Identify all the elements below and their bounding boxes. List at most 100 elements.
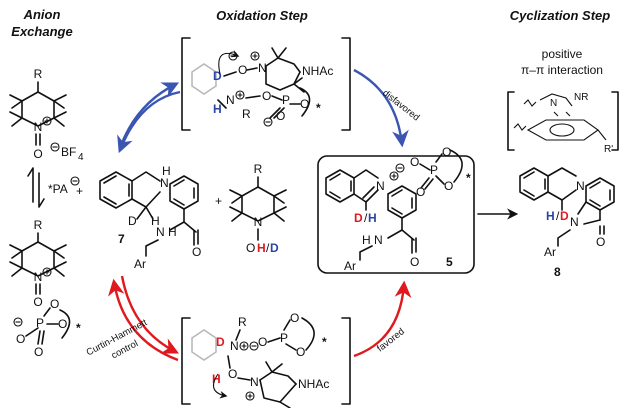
svg-text:O: O (238, 63, 247, 77)
svg-text:N: N (376, 179, 385, 193)
hydroxylamine-product: R N O H / D (229, 162, 287, 255)
svg-text:H: H (257, 241, 266, 255)
svg-text:N: N (226, 93, 235, 107)
pi-pi-stacking-sketch: N NR R' (507, 91, 619, 155)
svg-text:Ar: Ar (544, 245, 556, 259)
svg-text:P: P (282, 93, 290, 107)
intermediate-5-box (317, 155, 475, 274)
svg-text:N: N (254, 215, 263, 229)
svg-text:NHAc: NHAc (302, 64, 333, 78)
svg-text:H: H (212, 372, 221, 386)
svg-text:O: O (262, 89, 271, 103)
svg-text:BF: BF (61, 145, 76, 159)
svg-text:R: R (34, 67, 43, 81)
svg-text:H: H (168, 225, 177, 239)
anion-exchange-header-line1: Anion (23, 7, 61, 22)
svg-text:O: O (33, 147, 42, 161)
svg-text:*PA: *PA (48, 182, 68, 196)
svg-text:NR: NR (574, 92, 588, 103)
svg-text:R: R (238, 315, 247, 329)
svg-text:D: D (354, 211, 363, 225)
tetrahydroisoquinoline-substrate: N H D H N H O Ar 7 (99, 164, 201, 271)
svg-text:O: O (444, 179, 453, 193)
cyclized-product-8: N H / D N O Ar 8 (519, 167, 615, 279)
svg-text:N: N (570, 215, 579, 229)
svg-text:O: O (50, 297, 59, 311)
svg-text:P: P (280, 331, 288, 345)
red-arrow-to-substrate (108, 278, 179, 362)
chiral-phosphate-anion: O P O O O * (13, 297, 81, 359)
svg-text:O: O (34, 345, 43, 359)
svg-text:O: O (258, 335, 267, 349)
pi-pi-interaction-label: π–π interaction (521, 63, 603, 77)
svg-text:O: O (416, 185, 425, 199)
red-arrow-to-intermediate (353, 280, 412, 358)
svg-text:O: O (442, 145, 451, 159)
svg-text:O: O (276, 109, 285, 123)
svg-text:H: H (162, 164, 171, 178)
svg-text:O: O (228, 367, 237, 381)
positive-label: positive (542, 47, 583, 61)
svg-text:O: O (192, 245, 201, 259)
svg-text:N: N (34, 120, 43, 134)
svg-text:P: P (430, 163, 438, 177)
svg-text:R': R' (604, 144, 613, 155)
svg-text:O: O (300, 97, 309, 111)
svg-text:O: O (16, 332, 25, 346)
svg-text:O: O (296, 345, 305, 359)
svg-text:D: D (560, 209, 569, 223)
svg-text:N: N (34, 270, 43, 284)
svg-text:/: / (556, 209, 560, 223)
compound-5-label: 5 (446, 255, 453, 269)
svg-text:R: R (34, 218, 43, 232)
svg-text:R: R (242, 107, 251, 121)
svg-text:H: H (368, 211, 377, 225)
svg-text:N: N (250, 375, 259, 389)
svg-text:/: / (364, 211, 368, 225)
svg-text:Ar: Ar (344, 259, 356, 273)
compound-8-label: 8 (554, 265, 561, 279)
svg-text:H: H (151, 214, 160, 228)
svg-text:D: D (128, 214, 137, 228)
svg-text:O: O (33, 295, 42, 309)
svg-text:Ar: Ar (134, 257, 146, 271)
svg-text:H: H (546, 209, 555, 223)
svg-text:N: N (576, 179, 585, 193)
svg-text:R: R (254, 162, 263, 176)
plus-sign-1: + (76, 184, 83, 198)
svg-text:/: / (266, 241, 270, 255)
svg-text:*: * (466, 171, 471, 185)
plus-sign-2: + (215, 194, 222, 208)
svg-text:O: O (410, 255, 419, 269)
oxoammonium-bf4-structure: R N O BF 4 (9, 67, 84, 163)
svg-text:O: O (410, 155, 419, 169)
svg-text:*: * (322, 335, 327, 349)
svg-text:N: N (374, 233, 383, 247)
svg-text:H: H (213, 102, 222, 116)
oxidation-step-header: Oxidation Step (216, 8, 308, 23)
svg-text:*: * (316, 101, 321, 115)
compound-7-label: 7 (118, 232, 125, 246)
svg-text:O: O (246, 241, 255, 255)
svg-text:O: O (58, 317, 67, 331)
svg-text:N: N (156, 225, 165, 239)
svg-text:N: N (550, 98, 557, 109)
svg-text:D: D (216, 335, 225, 349)
top-transition-state: D H O N NHAc N R O P O O * (181, 37, 351, 131)
blue-arrow-to-intermediate (353, 68, 409, 148)
anion-exchange-header-line2: Exchange (11, 24, 72, 39)
svg-text:H: H (362, 233, 371, 247)
svg-text:NHAc: NHAc (298, 377, 329, 391)
svg-text:O: O (596, 235, 605, 249)
svg-text:N: N (160, 176, 169, 190)
cyclization-step-header: Cyclization Step (510, 8, 610, 23)
oxoammonium-pa-structure: R N O (9, 218, 67, 309)
svg-text:D: D (270, 241, 279, 255)
svg-text:P: P (36, 316, 44, 330)
svg-text:4: 4 (78, 152, 84, 163)
svg-text:O: O (290, 311, 299, 325)
iminium-intermediate-5: N D / H N H O Ar O P O O O * 5 (325, 145, 471, 273)
blue-arrow-to-top-ts (118, 82, 180, 149)
